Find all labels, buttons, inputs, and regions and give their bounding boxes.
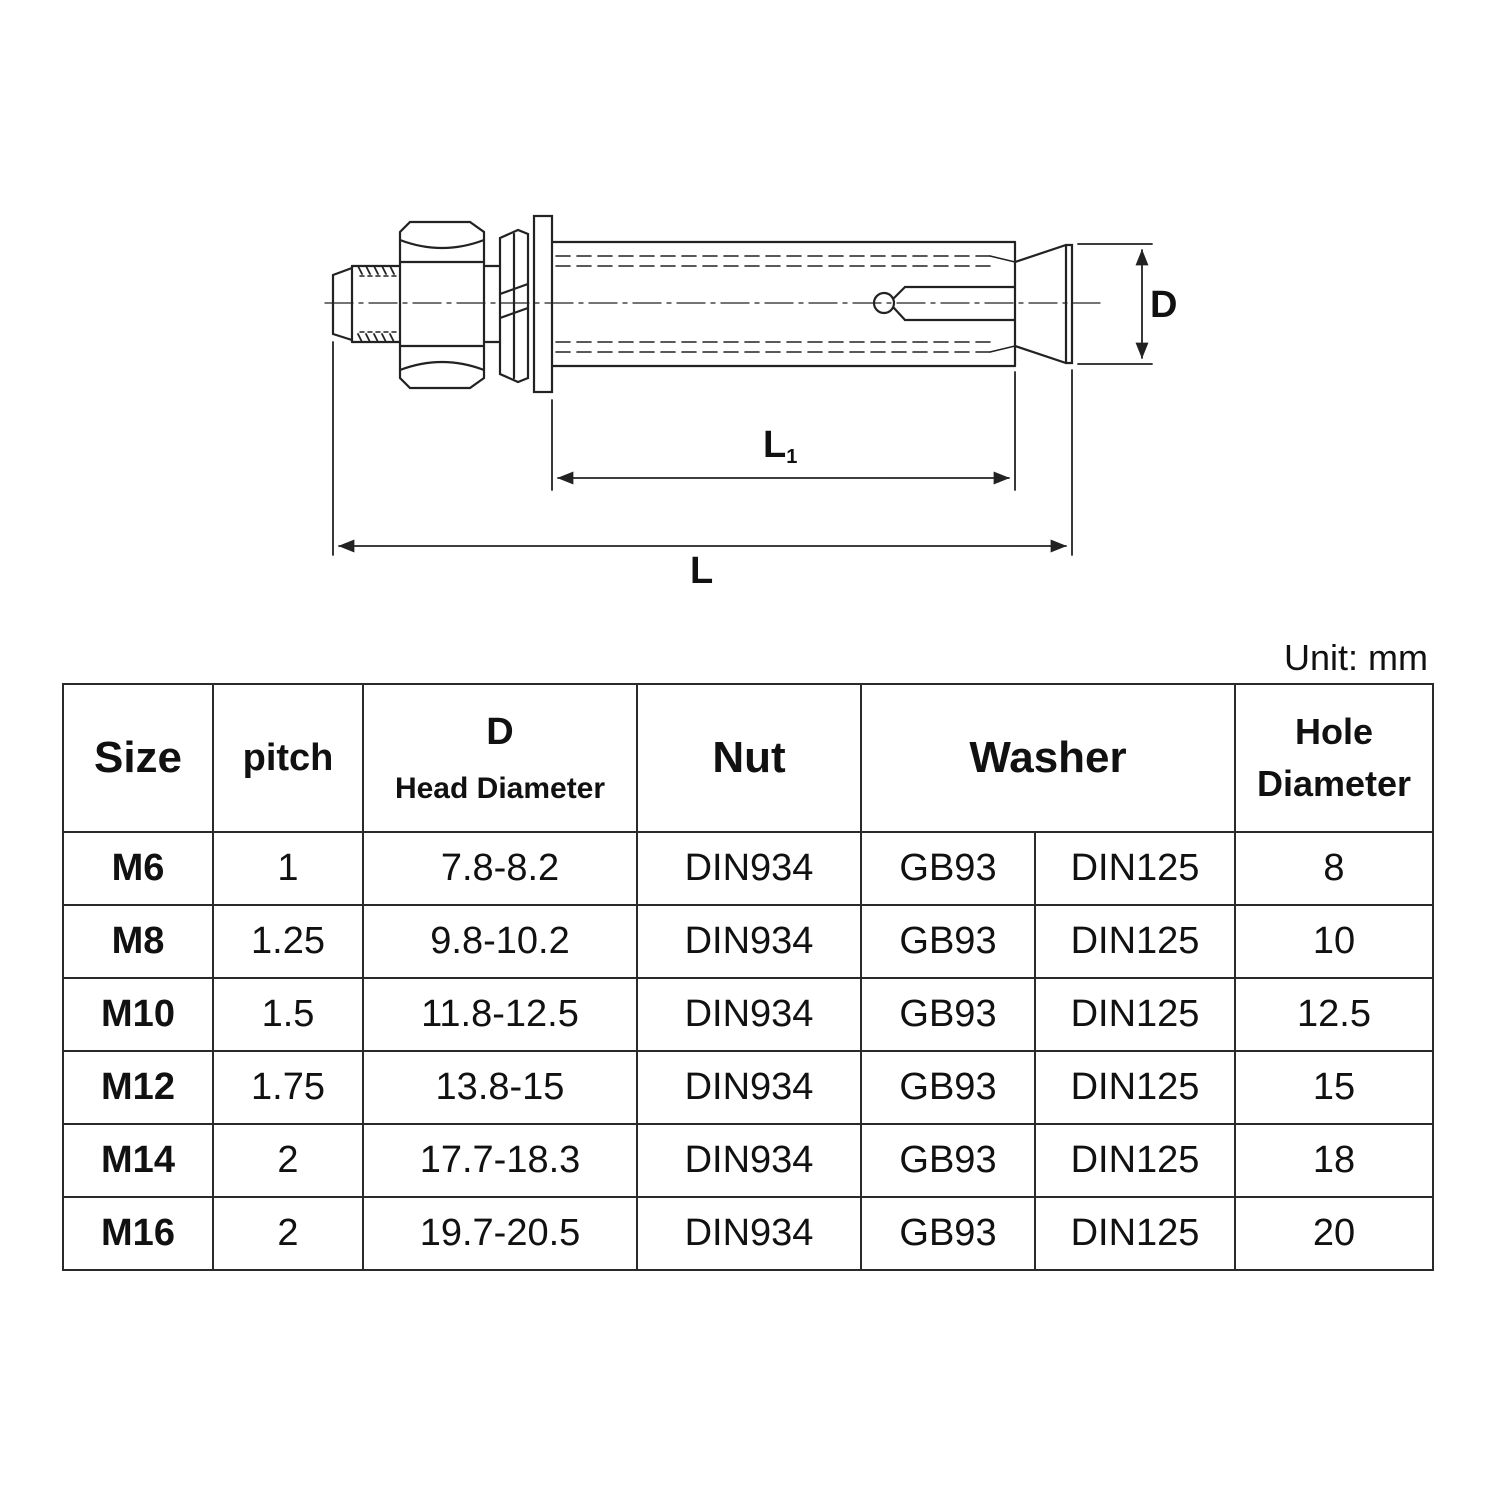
header-hole-diameter: Hole Diameter	[1234, 683, 1434, 833]
header-hole-line2: Diameter	[1256, 763, 1412, 804]
cell-size: M14	[62, 1123, 214, 1198]
cell-hole-diameter: 8	[1234, 831, 1434, 906]
cone-nut	[1013, 243, 1074, 365]
label-l1: L1	[763, 426, 797, 467]
cell-size: M6	[62, 831, 214, 906]
cell-washer-flat: DIN125	[1034, 1123, 1236, 1198]
cell-size: M16	[62, 1196, 214, 1271]
cell-pitch: 1	[212, 831, 364, 906]
table-row: M8 1.25 9.8-10.2 DIN934 GB93 DIN125 10	[62, 904, 1434, 979]
dimension-d	[1077, 243, 1153, 365]
cell-nut: DIN934	[636, 1196, 862, 1271]
cell-washer-flat: DIN125	[1034, 904, 1236, 979]
cell-hole-diameter: 18	[1234, 1123, 1434, 1198]
table-row: M12 1.75 13.8-15 DIN934 GB93 DIN125 15	[62, 1050, 1434, 1125]
header-washer: Washer	[860, 683, 1236, 833]
cell-size: M12	[62, 1050, 214, 1125]
unit-note: Unit: mm	[1284, 637, 1428, 678]
spec-table: Size pitch D Head Diameter Nut Washer Ho…	[62, 683, 1434, 1271]
spring-washer	[482, 228, 530, 384]
cell-washer-flat: DIN125	[1034, 1050, 1236, 1125]
cell-nut: DIN934	[636, 904, 862, 979]
table-row: M14 2 17.7-18.3 DIN934 GB93 DIN125 18	[62, 1123, 1434, 1198]
flat-washer	[532, 214, 554, 394]
table-header-row: Size pitch D Head Diameter Nut Washer Ho…	[62, 683, 1434, 833]
cell-washer-spring: GB93	[860, 1123, 1036, 1198]
cell-washer-spring: GB93	[860, 977, 1036, 1052]
cell-washer-flat: DIN125	[1034, 831, 1236, 906]
header-d-symbol: D	[486, 710, 514, 753]
label-l1-subscript: 1	[786, 446, 798, 468]
cell-washer-spring: GB93	[860, 831, 1036, 906]
table-row: M16 2 19.7-20.5 DIN934 GB93 DIN125 20	[62, 1196, 1434, 1271]
cell-nut: DIN934	[636, 1123, 862, 1198]
table-row: M6 1 7.8-8.2 DIN934 GB93 DIN125 8	[62, 831, 1434, 906]
hex-nut	[398, 220, 486, 390]
cell-washer-spring: GB93	[860, 1050, 1036, 1125]
anchor-bolt-drawing	[324, 214, 1153, 556]
cell-hole-diameter: 10	[1234, 904, 1434, 979]
label-l1-main: L	[763, 424, 787, 466]
header-nut: Nut	[636, 683, 862, 833]
expansion-sleeve	[550, 240, 1017, 368]
header-pitch: pitch	[212, 683, 364, 833]
cell-hole-diameter: 15	[1234, 1050, 1434, 1125]
header-d-caption: Head Diameter	[394, 771, 606, 805]
cell-washer-flat: DIN125	[1034, 1196, 1236, 1271]
cell-nut: DIN934	[636, 977, 862, 1052]
cell-size: M10	[62, 977, 214, 1052]
dimension-l	[332, 341, 1073, 556]
header-d: D Head Diameter	[362, 683, 638, 833]
cell-pitch: 1.5	[212, 977, 364, 1052]
dimension-l1	[551, 371, 1016, 491]
threaded-stud	[331, 264, 402, 344]
label-d: D	[1150, 284, 1178, 326]
cell-pitch: 2	[212, 1196, 364, 1271]
table-row: M10 1.5 11.8-12.5 DIN934 GB93 DIN125 12.…	[62, 977, 1434, 1052]
cell-nut: DIN934	[636, 1050, 862, 1125]
cell-head-diameter: 7.8-8.2	[362, 831, 638, 906]
cell-size: M8	[62, 904, 214, 979]
cell-pitch: 1.25	[212, 904, 364, 979]
cell-washer-flat: DIN125	[1034, 977, 1236, 1052]
header-hole-line1: Hole	[1294, 710, 1373, 752]
cell-pitch: 1.75	[212, 1050, 364, 1125]
cell-head-diameter: 17.7-18.3	[362, 1123, 638, 1198]
header-size: Size	[62, 683, 214, 833]
cell-pitch: 2	[212, 1123, 364, 1198]
cell-washer-spring: GB93	[860, 904, 1036, 979]
cell-head-diameter: 11.8-12.5	[362, 977, 638, 1052]
cell-hole-diameter: 20	[1234, 1196, 1434, 1271]
cell-hole-diameter: 12.5	[1234, 977, 1434, 1052]
label-l: L	[690, 550, 714, 592]
cell-head-diameter: 13.8-15	[362, 1050, 638, 1125]
cell-head-diameter: 9.8-10.2	[362, 904, 638, 979]
cell-washer-spring: GB93	[860, 1196, 1036, 1271]
cell-head-diameter: 19.7-20.5	[362, 1196, 638, 1271]
cell-nut: DIN934	[636, 831, 862, 906]
